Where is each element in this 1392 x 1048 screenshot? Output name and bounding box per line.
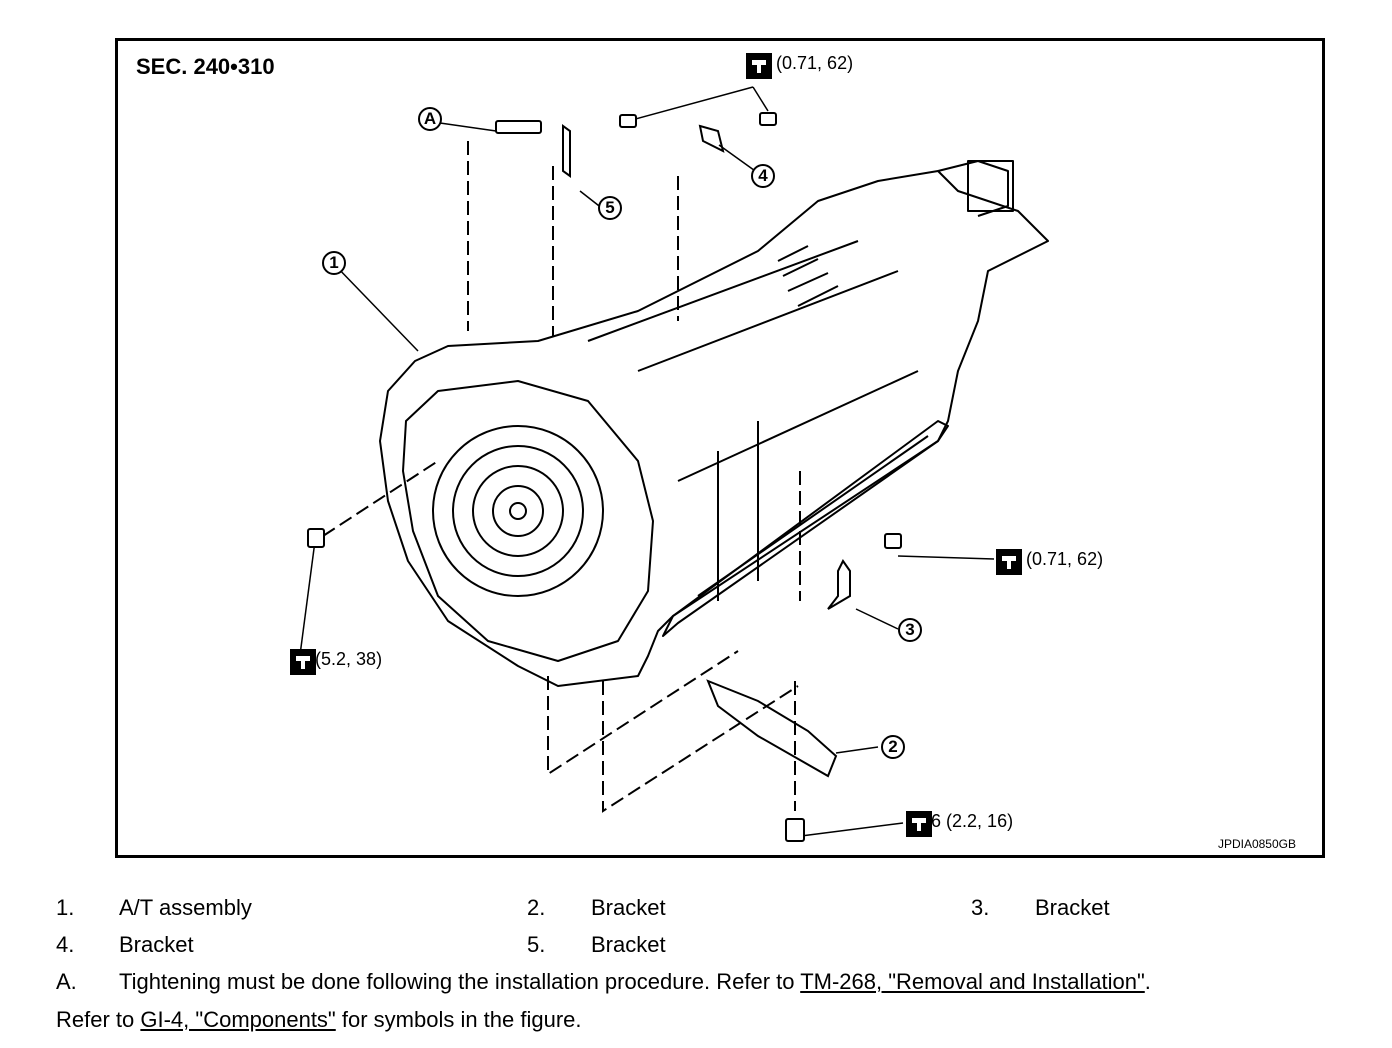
note-a-text: Tightening must be done following the in… xyxy=(119,969,801,994)
bolt-right xyxy=(884,533,902,549)
callout-2: 2 xyxy=(881,735,905,759)
callout-a: A xyxy=(418,107,442,131)
callout-4: 4 xyxy=(751,164,775,188)
torque-wrench-icon xyxy=(906,811,932,837)
exploded-diagram: SEC. 240•310 JPDIA0850GB A 1 2 3 4 5 7.0… xyxy=(115,38,1325,858)
diagram-drawing xyxy=(299,86,1049,842)
oil-pan xyxy=(662,420,949,637)
note-a: Tightening must be done following the in… xyxy=(119,969,1151,995)
bolt-left xyxy=(307,528,325,548)
refer-text: Refer to xyxy=(56,1007,141,1032)
bracket-5-drawing xyxy=(562,124,571,178)
torque-wrench-icon xyxy=(746,53,772,79)
legend-num-4: 4. xyxy=(56,932,75,957)
bolt-a xyxy=(495,120,542,134)
torque-spec-top: 7.0 (0.71, 62) xyxy=(746,53,854,79)
converter-housing xyxy=(402,380,654,662)
torque-wrench-icon xyxy=(290,649,316,675)
legend-label-2: Bracket xyxy=(591,895,666,920)
torque-wrench-icon xyxy=(996,549,1022,575)
callout-1: 1 xyxy=(322,251,346,275)
torque-converter xyxy=(432,425,604,597)
torque-spec-left: 51 (5.2, 38) xyxy=(290,649,382,675)
bolt-bottom xyxy=(785,818,805,842)
bracket-2-drawing xyxy=(706,679,838,778)
legend-num-3: 3. xyxy=(971,895,990,920)
legend-num-5: 5. xyxy=(527,932,546,957)
extension-housing xyxy=(937,160,1009,217)
legend-num-1: 1. xyxy=(56,895,75,920)
torque-spec-right: 7.0 (0.71, 62) xyxy=(996,549,1104,575)
legend-label-1: A/T assembly xyxy=(119,895,252,920)
components-link[interactable]: GI-4, "Components" xyxy=(140,1007,336,1032)
torque-value-top: 7.0 (0.71, 62) xyxy=(746,53,854,73)
note-a-end: . xyxy=(1144,969,1151,994)
torque-value-right: 7.0 (0.71, 62) xyxy=(996,549,1104,569)
legend-label-3: Bracket xyxy=(1035,895,1110,920)
refer-note: Refer to GI-4, "Components" for symbols … xyxy=(56,1007,582,1033)
legend-label-4: Bracket xyxy=(119,932,194,957)
bolt-top-2 xyxy=(759,112,777,126)
section-label: SEC. 240•310 xyxy=(136,54,275,79)
bracket-3-drawing xyxy=(827,559,851,610)
callout-3: 3 xyxy=(898,618,922,642)
legend-num-2: 2. xyxy=(527,895,546,920)
transmission-body xyxy=(379,170,1049,687)
torque-spec-bottom: 21.6 (2.2, 16) xyxy=(906,811,1014,837)
bolt-top-1 xyxy=(619,114,637,128)
refer-end: for symbols in the figure. xyxy=(335,1007,582,1032)
removal-installation-link[interactable]: TM-268, "Removal and Installation" xyxy=(800,969,1145,994)
bracket-4-drawing xyxy=(698,124,725,153)
note-a-key: A. xyxy=(56,969,77,994)
callout-5: 5 xyxy=(598,196,622,220)
torque-value-bottom: 21.6 (2.2, 16) xyxy=(906,811,1014,831)
legend-label-5: Bracket xyxy=(591,932,666,957)
diagram-code: JPDIA0850GB xyxy=(1217,837,1296,851)
